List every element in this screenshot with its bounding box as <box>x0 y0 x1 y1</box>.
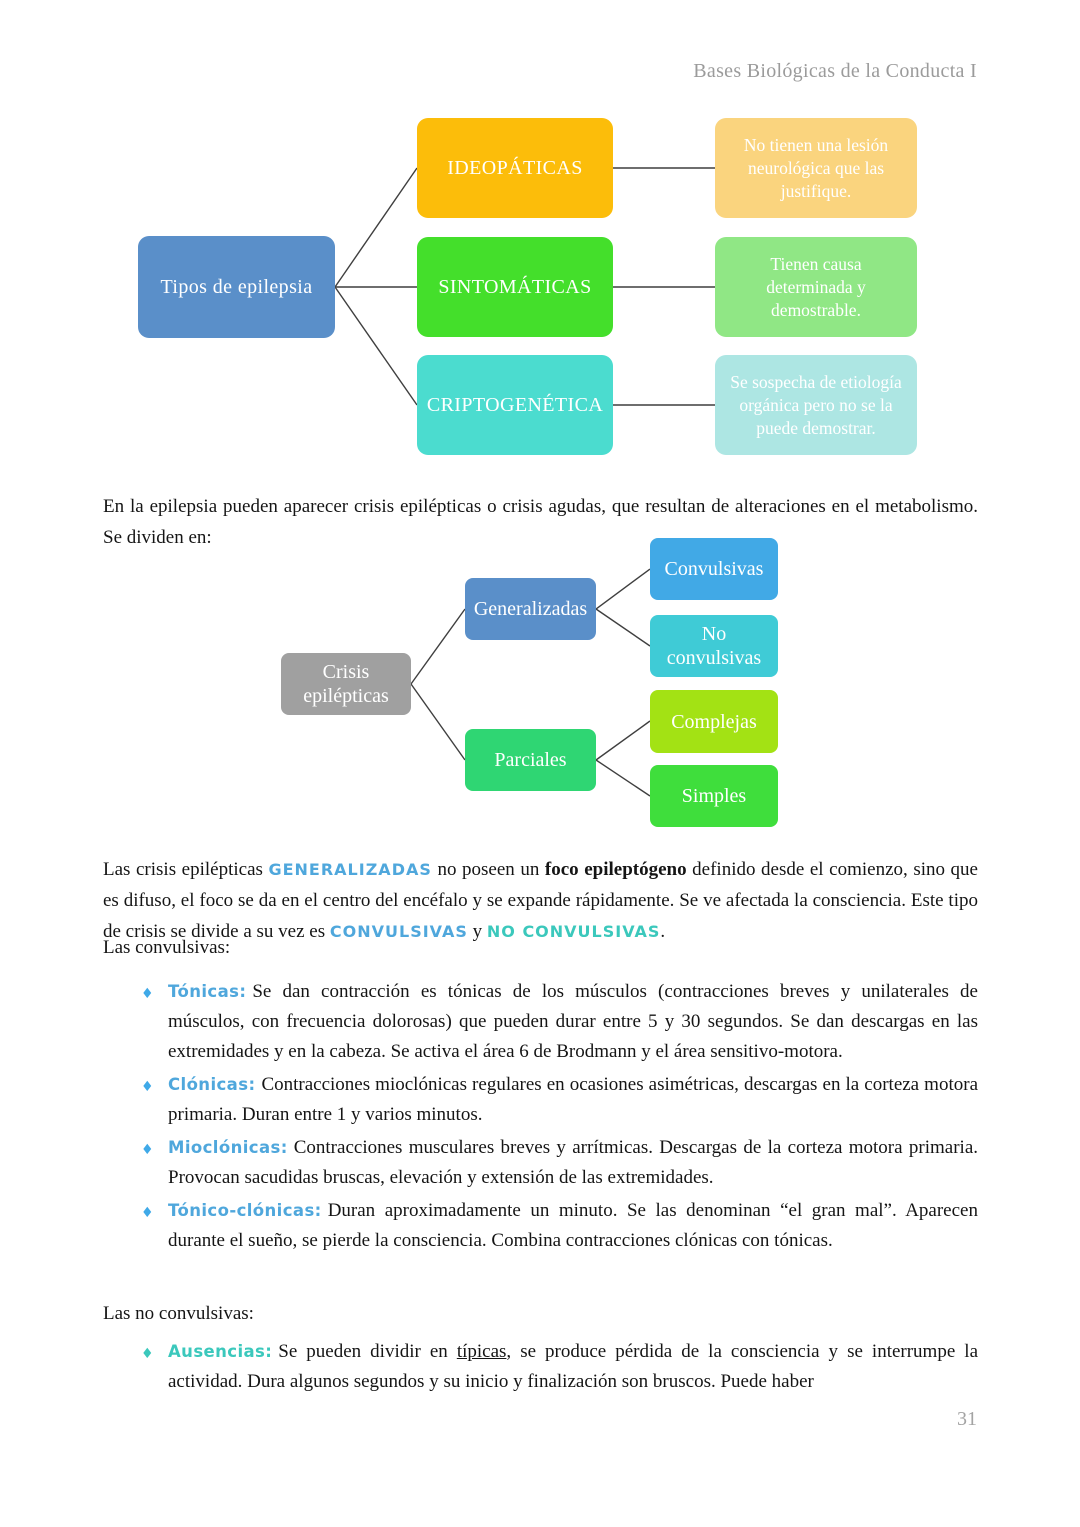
bullet-label: Tónicas: <box>168 982 247 1001</box>
generalizadas-paragraph: Las crisis epilépticas GENERALIZADAS no … <box>103 854 978 947</box>
page-number: 31 <box>957 1408 977 1430</box>
bullet-text: Contracciones musculares breves y arrítm… <box>168 1137 978 1188</box>
bullet-text: Contracciones mioclónicas regulares en o… <box>168 1074 978 1125</box>
diagram-tipos-de-epilepsia: Tipos de epilepsia IDEOPÁTICAS SINTOMÁTI… <box>0 0 1080 470</box>
bullet-text: , se produce pérdida de la consciencia y… <box>168 1341 979 1392</box>
connector-lines <box>334 167 715 406</box>
text-run: definido desde el comienzo, sino que es … <box>103 859 978 942</box>
node-label: Complejas <box>671 710 757 733</box>
diamond-bullet-icon: ♦ <box>141 986 154 1002</box>
bullet-label: Tónico-clónicas: <box>168 1201 322 1220</box>
bullet-label: Clónicas: <box>168 1075 256 1094</box>
convulsive-bullet-list: ♦ Tónicas:Se dan contracción es tónicas d… <box>103 977 978 1259</box>
node-parciales: Parciales <box>465 729 596 791</box>
node-ideopaticas: IDEOPÁTICAS <box>417 118 613 218</box>
node-convulsivas: Convulsivas <box>650 538 778 600</box>
node-desc-ideopaticas: No tienen una lesión neurológica que las… <box>715 118 917 218</box>
diagram-crisis-epilepticas: Crisis epilépticas Generalizadas Parcial… <box>281 538 778 827</box>
list-item-ausencias: ♦ Ausencias: Se pueden dividir en típicas,… <box>103 1337 978 1397</box>
node-crisis-epilepticas: Crisis epilépticas <box>281 653 411 715</box>
non-convulsive-bullet-list: ♦ Ausencias: Se pueden dividir en típicas,… <box>103 1337 978 1400</box>
node-simples: Simples <box>650 765 778 827</box>
node-label: Crisis epilépticas <box>303 661 389 707</box>
highlight-no-convulsivas: NO CONVULSIVAS <box>486 922 661 941</box>
no-convulsivas-heading: Las no convulsivas: <box>103 1303 254 1324</box>
node-desc-criptogenetica: Se sospecha de etiología orgánica pero n… <box>715 355 917 455</box>
bullet-label: Mioclónicas: <box>168 1138 288 1157</box>
bold-foco-epileptogeno: foco epileptógeno <box>544 859 687 880</box>
node-label: No convulsivas <box>666 623 762 669</box>
convulsivas-heading: Las convulsivas: <box>103 937 231 958</box>
highlight-generalizadas: GENERALIZADAS <box>268 860 432 879</box>
node-no-convulsivas: No convulsivas <box>650 615 778 677</box>
node-label: Generalizadas <box>473 598 588 620</box>
node-label: Parciales <box>494 749 567 771</box>
list-item-clonicas: ♦ Clónicas:Contracciones mioclónicas regu… <box>103 1070 978 1130</box>
node-sintomaticas: SINTOMÁTICAS <box>417 237 613 337</box>
bullet-label: Ausencias: <box>168 1342 273 1361</box>
text-run: no poseen un <box>431 859 545 880</box>
node-criptogenetica: CRIPTOGENÉTICA <box>417 355 613 455</box>
text-run: . <box>660 921 666 942</box>
list-item-mioclonicas: ♦ Mioclónicas:Contracciones musculares br… <box>103 1133 978 1193</box>
node-description: Se sospecha de etiología orgánica pero n… <box>730 371 902 438</box>
node-label: SINTOMÁTICAS <box>438 275 592 298</box>
diamond-bullet-icon: ♦ <box>141 1346 154 1362</box>
node-label: Convulsivas <box>664 558 764 580</box>
underlined-tipicas: típicas <box>456 1341 507 1362</box>
node-tipos-de-epilepsia: Tipos de epilepsia <box>138 236 335 338</box>
diamond-bullet-icon: ♦ <box>141 1079 154 1095</box>
list-item-tonicas: ♦ Tónicas:Se dan contracción es tónicas d… <box>103 977 978 1067</box>
node-label: CRIPTOGENÉTICA <box>426 393 604 416</box>
bullet-text: Se dan contracción es tónicas de los mús… <box>168 981 978 1062</box>
intro-paragraph: En la epilepsia pueden aparecer crisis e… <box>103 496 978 548</box>
node-label: IDEOPÁTICAS <box>447 156 583 179</box>
page-header: Bases Biológicas de la Conducta I <box>693 60 977 82</box>
connector-lines <box>410 568 651 797</box>
node-generalizadas: Generalizadas <box>465 578 596 640</box>
text-run: y <box>467 921 487 942</box>
diamond-bullet-icon: ♦ <box>141 1142 154 1158</box>
bullet-text: Duran aproximadamente un minuto. Se las … <box>168 1200 978 1251</box>
node-complejas: Complejas <box>650 690 778 753</box>
highlight-convulsivas: CONVULSIVAS <box>329 922 468 941</box>
node-desc-sintomaticas: Tienen causa determinada y demostrable. <box>715 237 917 337</box>
node-label: Simples <box>681 785 747 807</box>
diamond-bullet-icon: ♦ <box>141 1205 154 1221</box>
bullet-text: Se pueden dividir en <box>278 1341 457 1362</box>
text-run: Las crisis epilépticas <box>103 859 269 880</box>
list-item-tonico-clonicas: ♦ Tónico-clónicas:Duran aproximadamente u… <box>103 1196 978 1256</box>
node-description: No tienen una lesión neurológica que las… <box>743 134 889 201</box>
node-label: Tipos de epilepsia <box>160 275 313 298</box>
node-description: Tienen causa determinada y demostrable. <box>766 253 866 320</box>
